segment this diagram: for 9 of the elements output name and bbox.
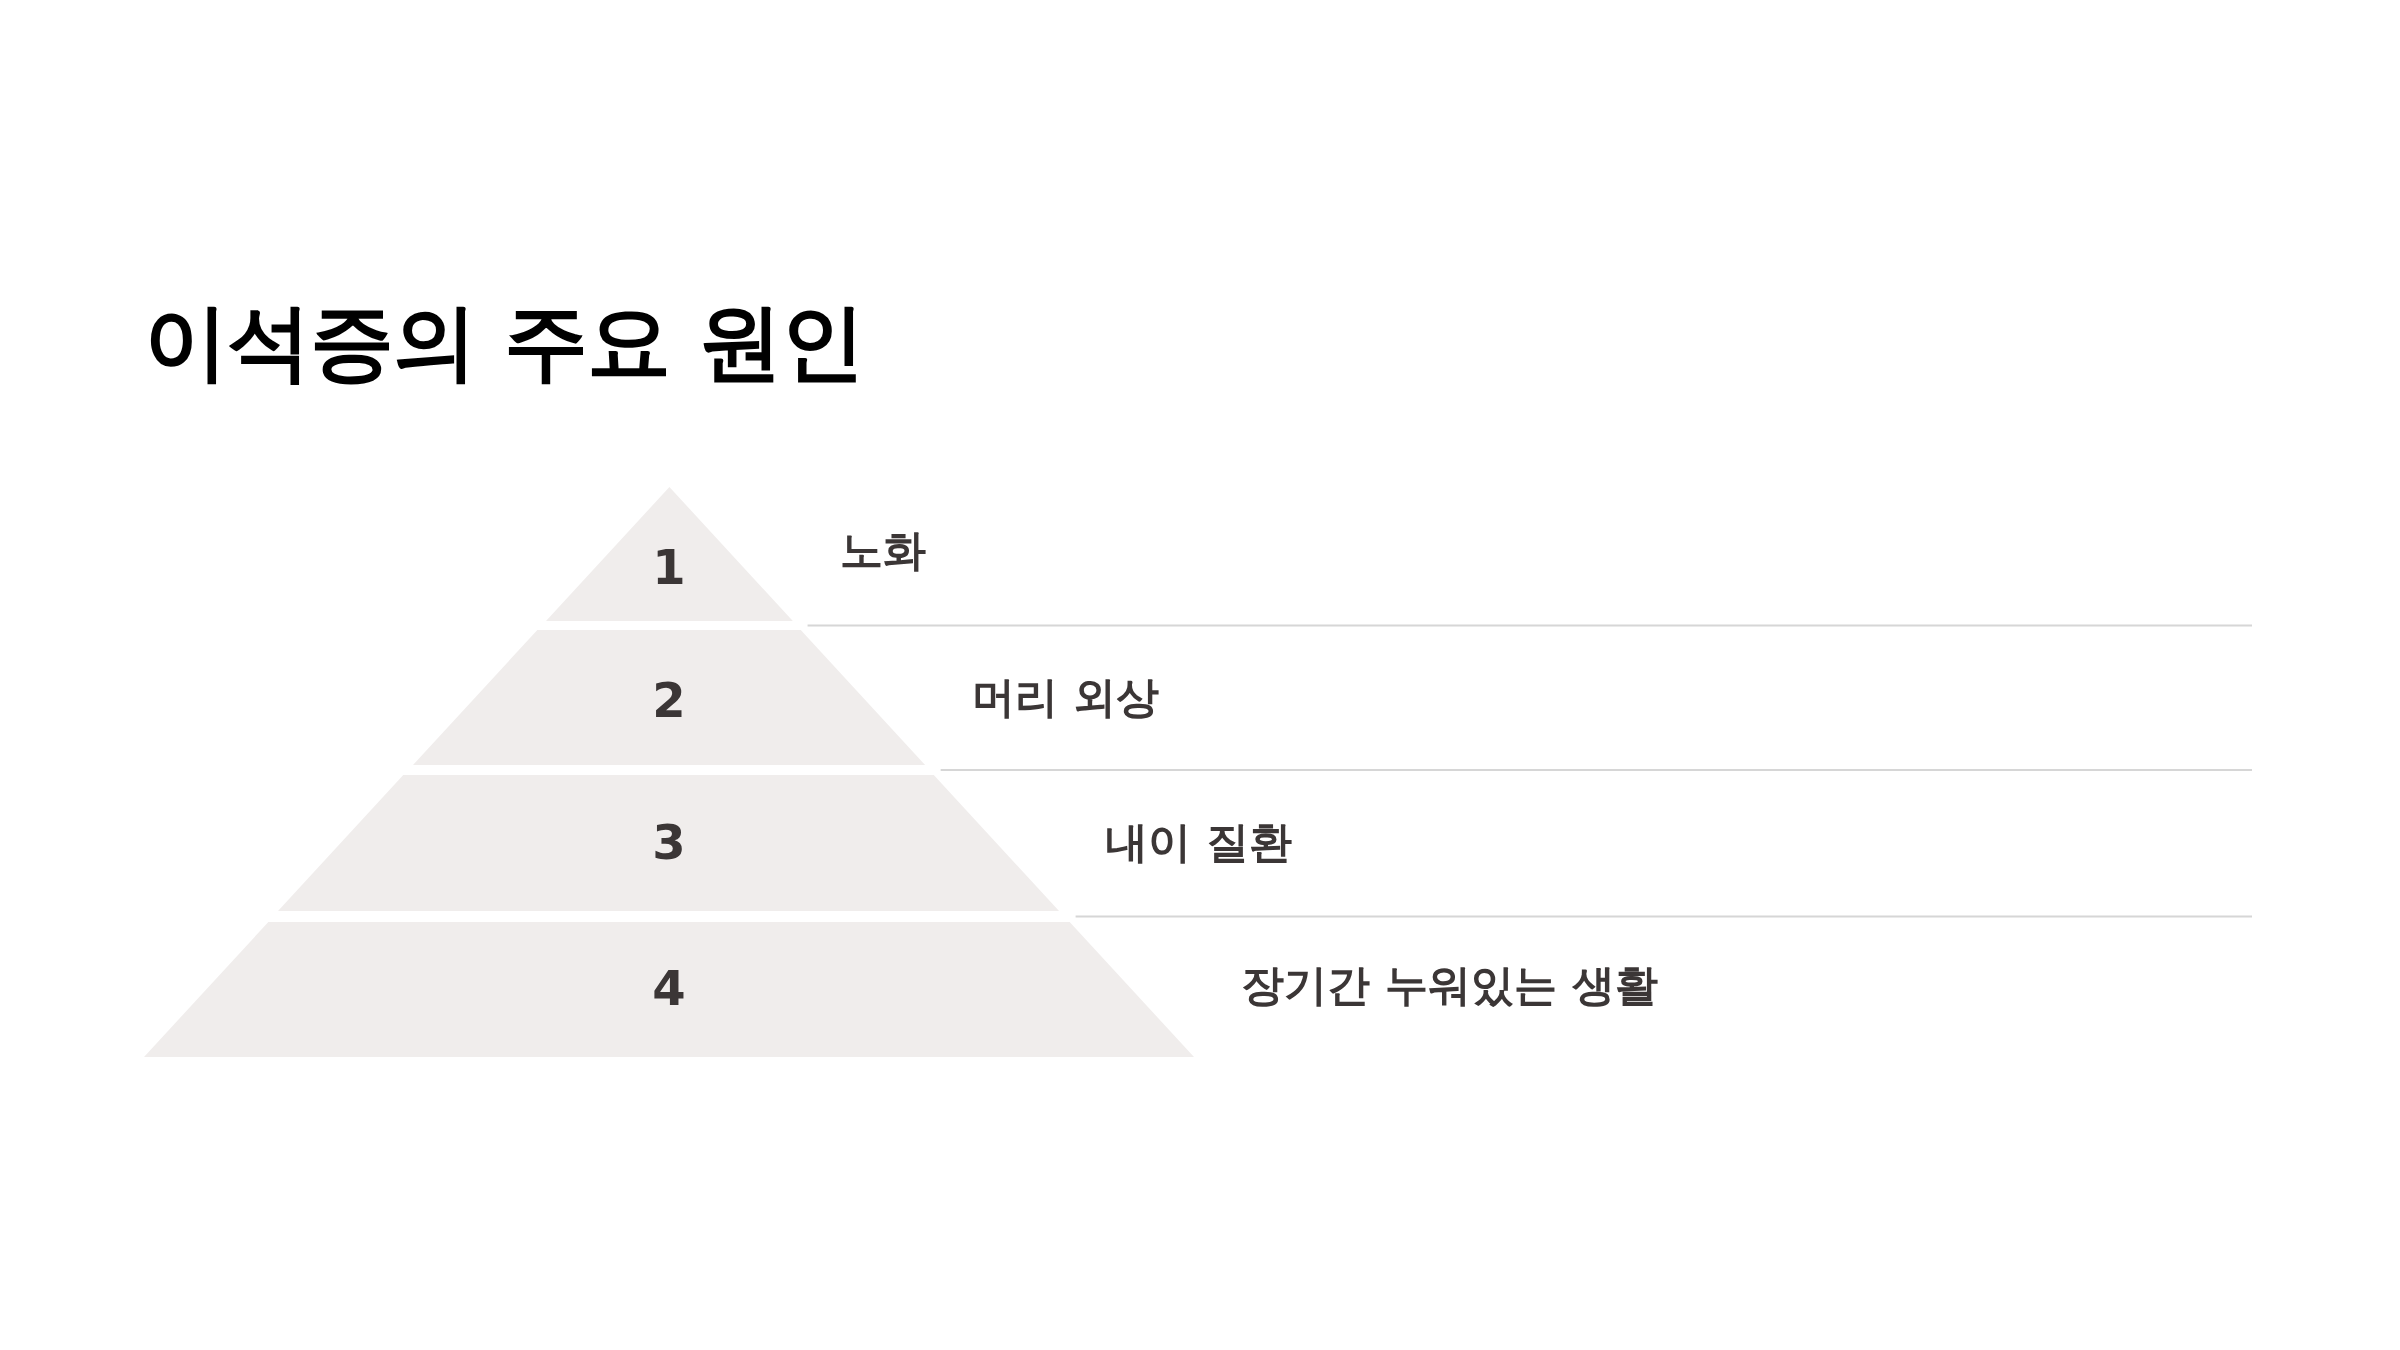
slide-title: 이석증의 주요 원인 <box>144 292 865 393</box>
cause-label: 내이 질환 <box>1105 817 1293 869</box>
cause-label: 노화 <box>840 525 926 577</box>
tier-number: 2 <box>652 676 686 724</box>
tier-number: 1 <box>652 543 686 591</box>
tier-number: 3 <box>652 818 686 866</box>
tier-number: 4 <box>652 964 686 1012</box>
cause-label: 머리 외상 <box>971 672 1159 724</box>
cause-label: 장기간 누워있는 생활 <box>1240 960 1658 1012</box>
